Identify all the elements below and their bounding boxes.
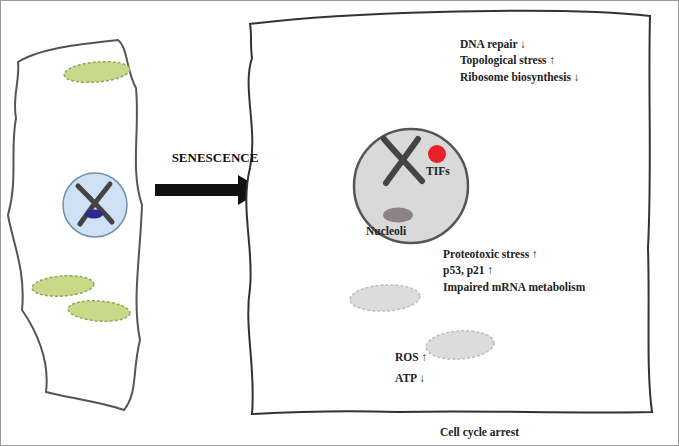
cell-label: ATP ↓	[395, 372, 425, 385]
cell-label: Cell cycle arrest	[440, 426, 519, 439]
cell-label: Topological stress ↑	[460, 54, 555, 67]
cell-label: DNA repair ↓	[460, 38, 526, 51]
nucleus: TIFsNucleoli	[352, 127, 470, 245]
cell-label: TIFs	[426, 165, 450, 178]
cell-label: Ribosome biosynthesis ↓	[460, 71, 580, 84]
cell-label: Impaired mRNA metabolism	[443, 281, 585, 294]
cell-label: ROS ↑	[395, 351, 427, 364]
cell-label: Proteotoxic stress ↑	[443, 248, 538, 261]
cell-label: p53, p21 ↑	[443, 264, 493, 277]
cell-label: Nucleoli	[366, 225, 406, 238]
process-label: SENESCENCE	[172, 150, 259, 166]
senescent-cell: DNA repair ↓ Topological stress ↑ Ribosome…	[238, 8, 658, 444]
